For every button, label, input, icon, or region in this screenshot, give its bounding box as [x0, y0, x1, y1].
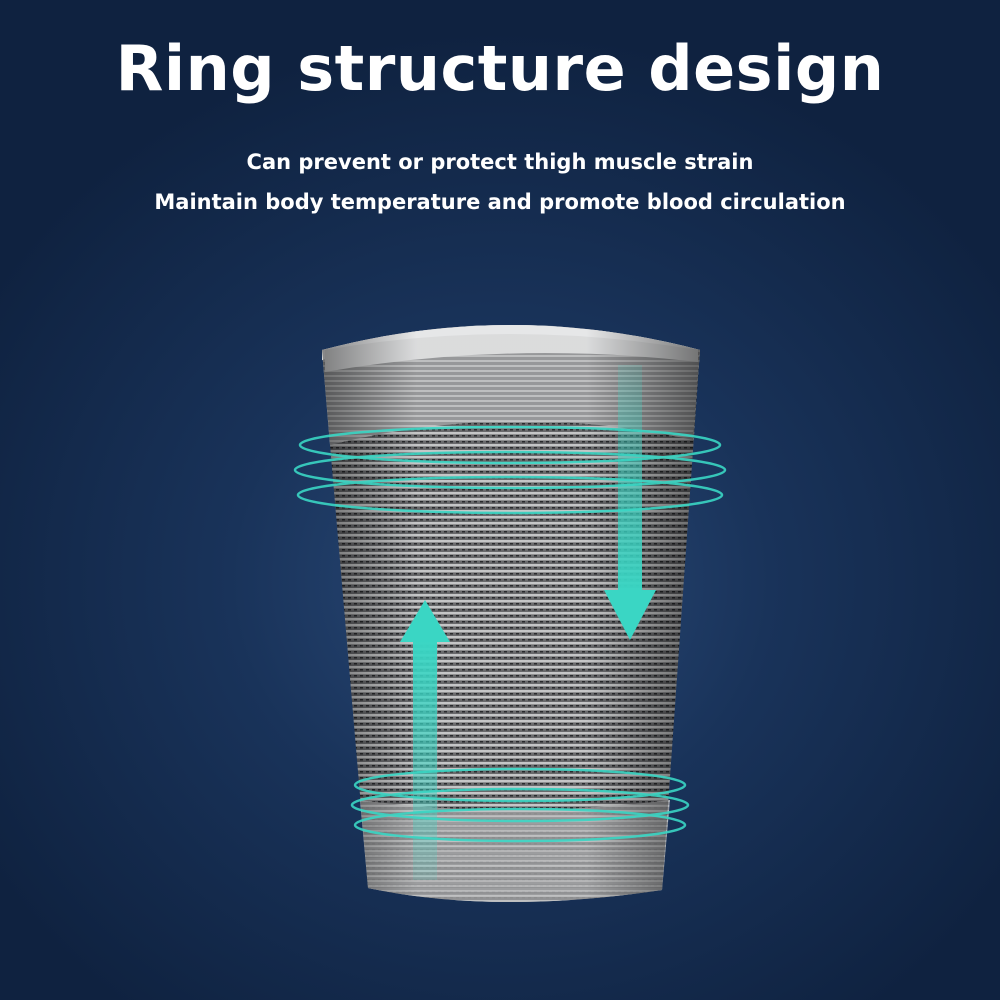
arrow-down-icon — [604, 365, 656, 640]
page-title: Ring structure design — [115, 32, 885, 105]
compression-ring-icon — [293, 425, 727, 515]
arrow-up-icon — [400, 600, 450, 880]
compression-ring-icon — [350, 767, 690, 843]
feature-line-2: Maintain body temperature and promote bl… — [154, 190, 846, 214]
feature-line-1: Can prevent or protect thigh muscle stra… — [246, 150, 754, 174]
